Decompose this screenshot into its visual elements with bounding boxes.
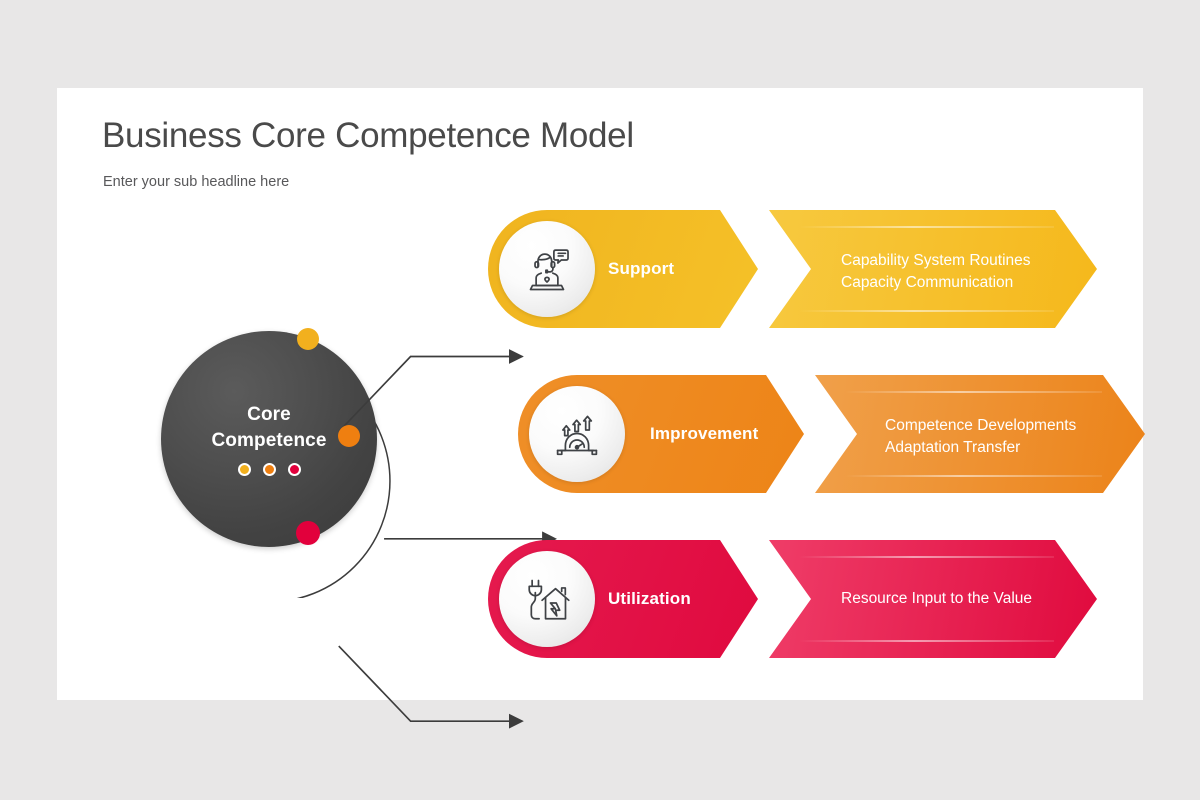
desc-sheen-top-improvement [845,391,1102,393]
desc-sheen-top-support [799,226,1055,228]
core-dots [237,462,301,476]
row-icon-badge-support [499,221,595,317]
desc-sheen-bottom-utilization [799,640,1055,642]
core-label-line1: Core [247,404,291,426]
arc-node-utilization[interactable] [296,521,320,545]
core-label-line2: Competence [211,429,327,451]
row-icon-badge-utilization [499,551,595,647]
row-description-block-support[interactable]: Capability System Routines Capacity Comm… [769,210,1097,328]
core-dot-orange [262,462,276,476]
plug-house-icon [518,570,576,628]
row-label-text-improvement: Improvement [650,424,759,443]
core-competence-hub: Core Competence [103,288,423,598]
row-label-text-support: Support [608,259,675,278]
page-subtitle: Enter your sub headline here [103,174,290,190]
page-title: Business Core Competence Model [102,116,634,155]
row-description-text-support: Capability System Routines Capacity Comm… [841,252,1031,291]
arc-node-support[interactable] [297,328,319,350]
core-label: Core Competence [211,402,326,452]
flow-row-utilization: Resource Input to the Value Utilization [488,540,1097,658]
row-icon-badge-improvement [529,386,625,482]
flow-row-improvement: Competence Developments Adaptation Trans… [518,375,1145,493]
core-dot-crimson [287,462,301,476]
desc-sheen-bottom-support [799,310,1055,312]
row-description-block-improvement[interactable]: Competence Developments Adaptation Trans… [815,375,1145,493]
desc-sheen-bottom-improvement [845,475,1102,477]
support-agent-icon [518,240,576,298]
flow-row-support: Capability System Routines Capacity Comm… [488,210,1097,328]
row-description-block-utilization[interactable]: Resource Input to the Value [769,540,1097,658]
row-label-text-utilization: Utilization [608,589,691,608]
core-dot-amber [237,462,251,476]
desc-sheen-top-utilization [799,556,1055,558]
row-description-text-improvement: Competence Developments Adaptation Trans… [885,417,1077,456]
arc-node-improvement[interactable] [338,425,360,447]
growth-gauge-icon [548,405,606,463]
row-description-text-utilization: Resource Input to the Value [841,590,1033,607]
slide-card: Business Core Competence Model Enter you… [57,88,1145,729]
